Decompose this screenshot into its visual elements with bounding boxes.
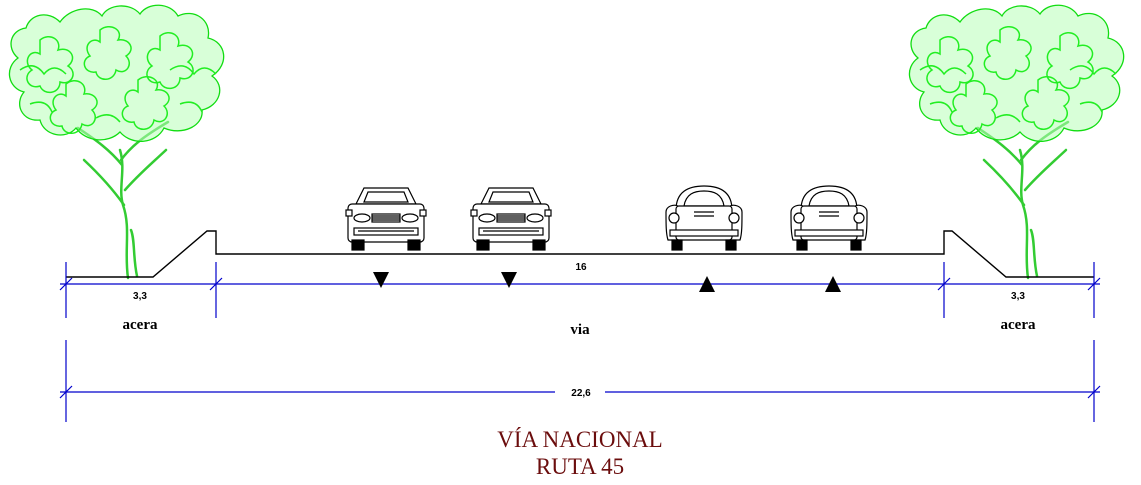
- arrow-up-icon: [825, 276, 841, 292]
- tree-icon: [8, 4, 225, 280]
- dimension-sidewalk-right: 3,3: [1011, 291, 1025, 302]
- vehicle-beetle-2: [790, 185, 868, 251]
- tree-icon: [908, 4, 1125, 280]
- beetle-car-icon: [665, 185, 743, 251]
- label-sidewalk-left: acera: [123, 317, 158, 333]
- dimension-sidewalk-left: 3,3: [133, 291, 147, 302]
- dimension-roadway: 16: [575, 262, 587, 273]
- dimension-total: 22,6: [571, 388, 591, 399]
- title-line-1: VÍA NACIONAL: [497, 427, 662, 452]
- vehicle-sedan-2: [470, 187, 552, 251]
- title-line-2: RUTA 45: [536, 454, 624, 479]
- tree-left: [8, 4, 225, 280]
- vehicle-sedan-1: [345, 187, 427, 251]
- sedan-car-icon: [470, 187, 552, 251]
- arrow-down-icon: [373, 272, 389, 288]
- sedan-car-icon: [345, 187, 427, 251]
- label-sidewalk-right: acera: [1001, 317, 1036, 333]
- beetle-car-icon: [790, 185, 868, 251]
- arrow-up-icon: [699, 276, 715, 292]
- vehicle-beetle-1: [665, 185, 743, 251]
- dimension-ticks: [59, 277, 1101, 399]
- label-roadway: via: [570, 322, 590, 338]
- arrow-down-icon: [501, 272, 517, 288]
- ground-profile: [66, 230, 1094, 278]
- tree-right: [908, 4, 1125, 280]
